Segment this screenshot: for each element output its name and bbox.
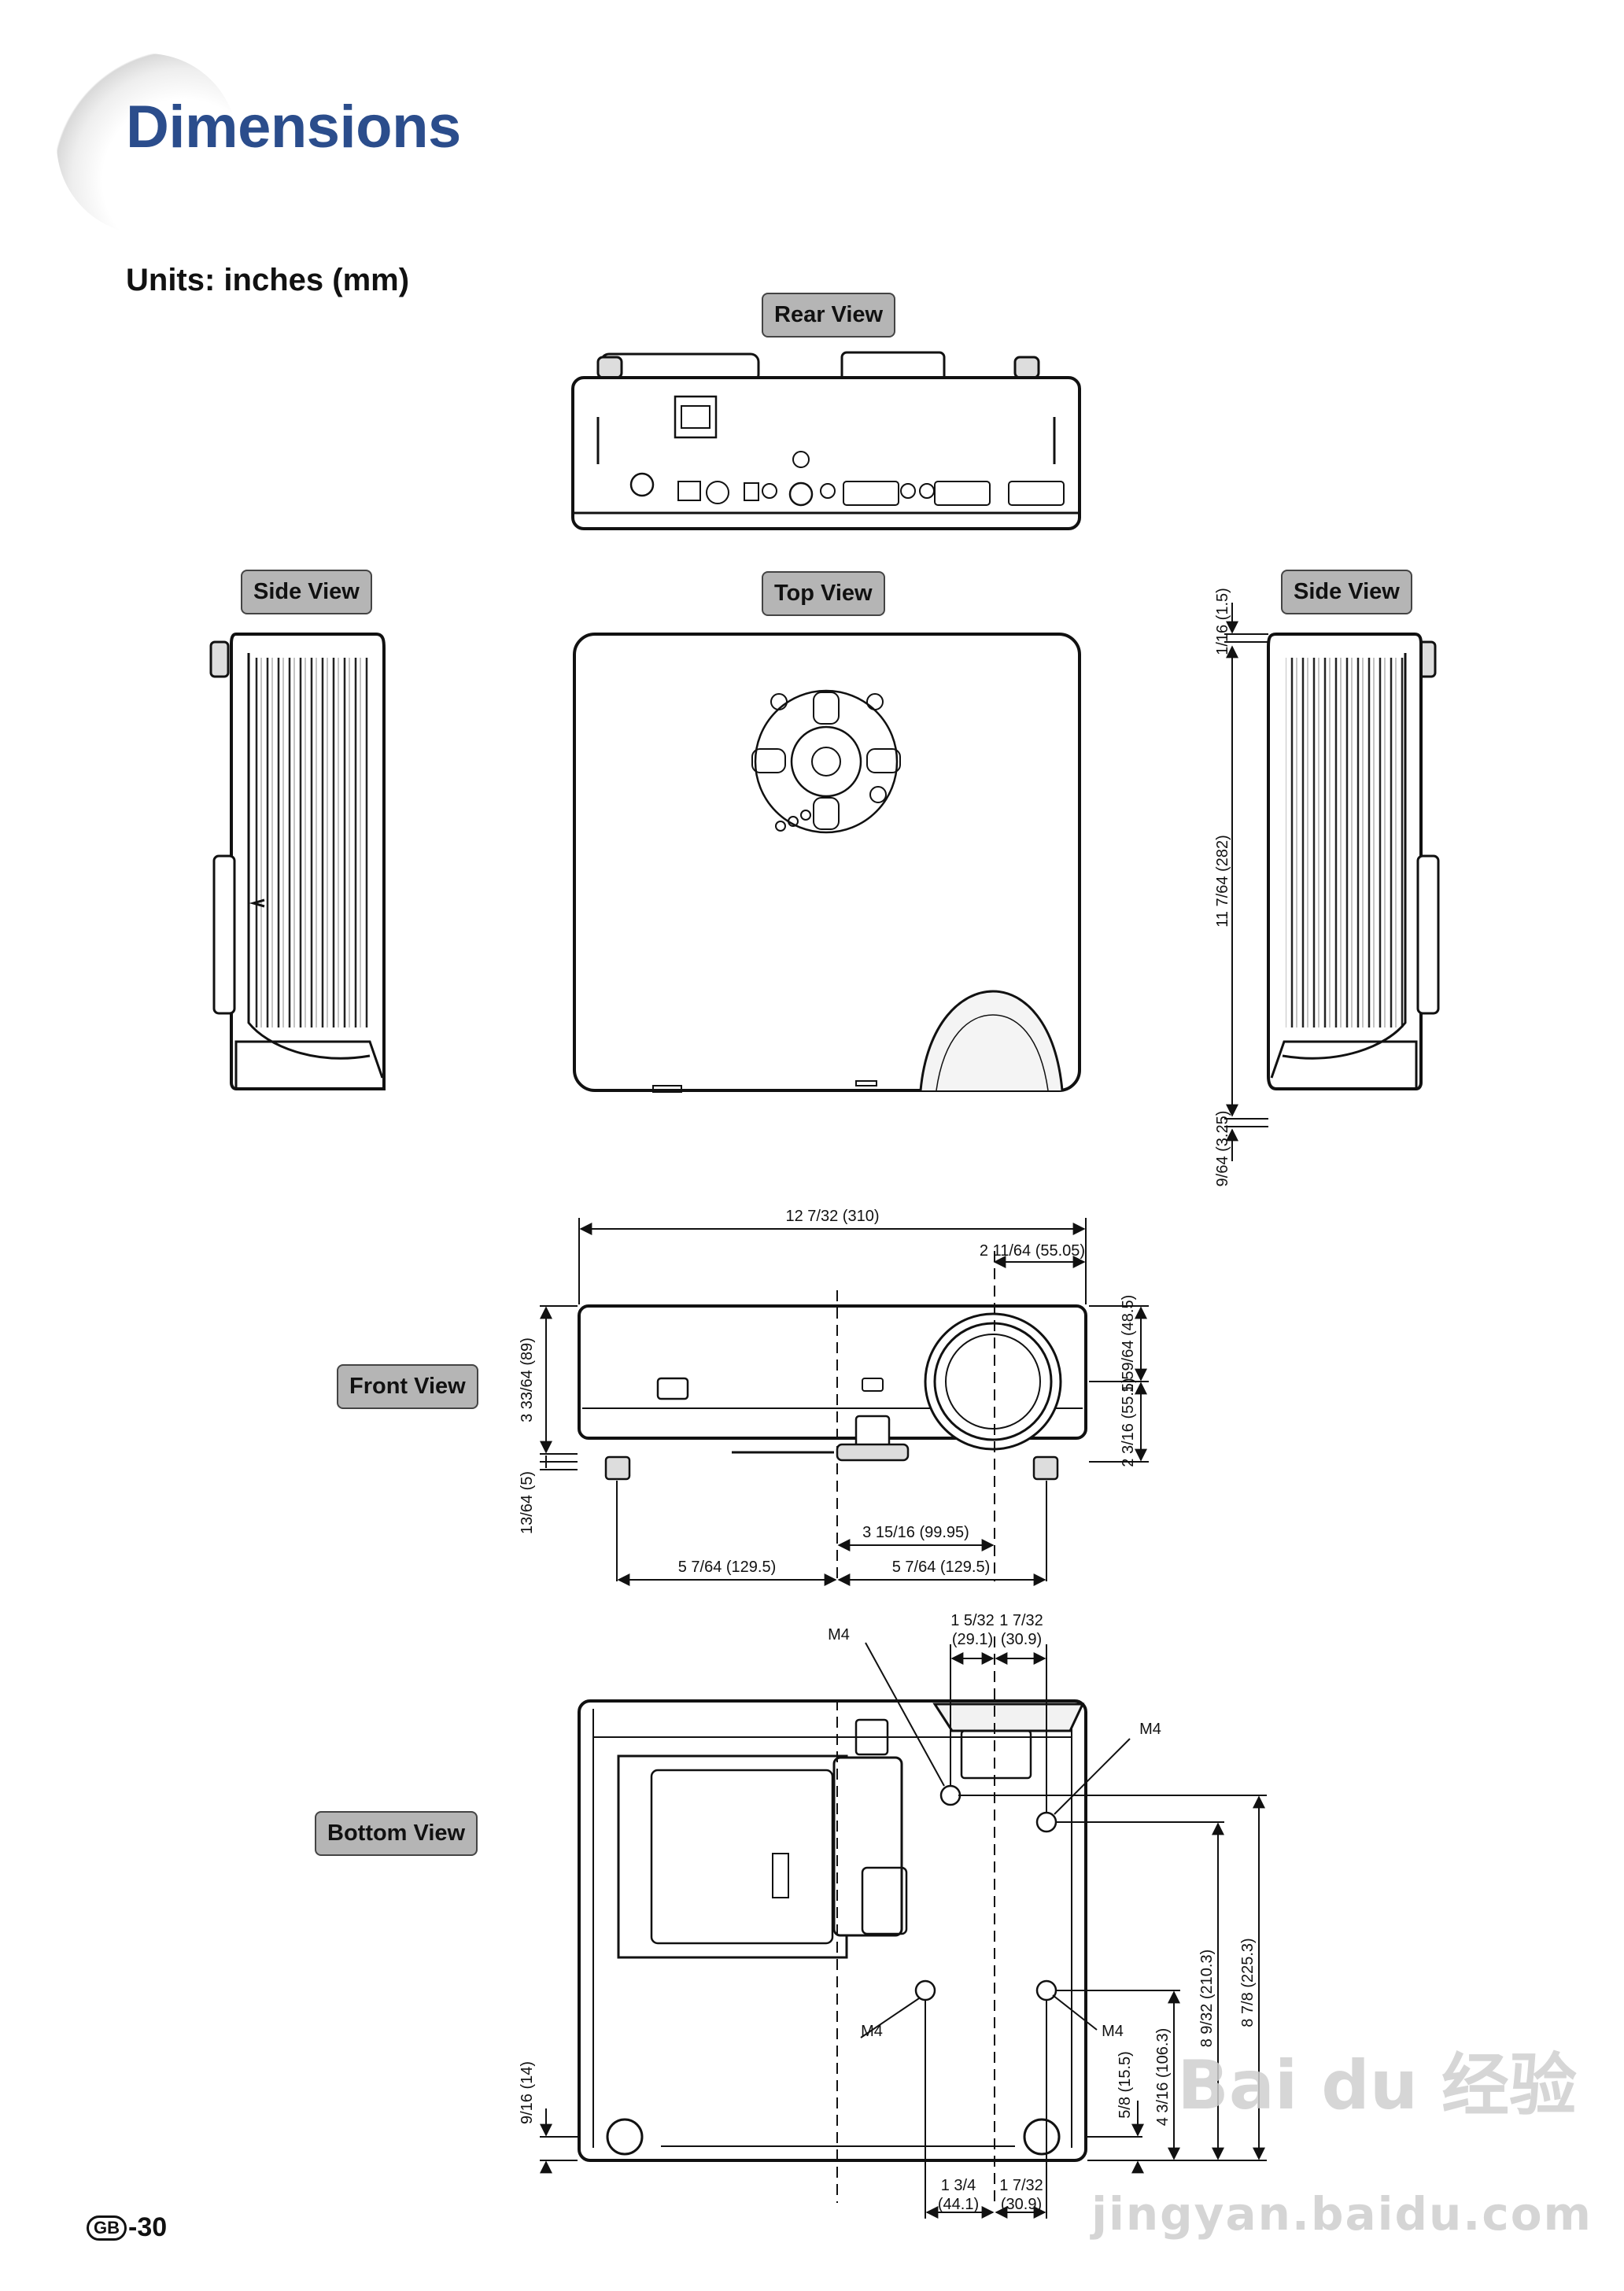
m4-label-3: M4	[861, 2023, 883, 2040]
m4-label-4: M4	[1102, 2023, 1124, 2040]
dim-depth-d: 5/8 (15.5)	[1116, 2051, 1134, 2119]
units-note: Units: inches (mm)	[126, 263, 410, 297]
front-view-drawing	[578, 1304, 1087, 1481]
dim-depth-a: 8 9/32 (210.3)	[1198, 1950, 1216, 2048]
side-view-left-drawing	[209, 633, 386, 1090]
page-number: GB -30	[87, 2212, 167, 2243]
top-view-drawing	[573, 633, 1081, 1093]
side-dimension-lines	[1224, 603, 1268, 1161]
dim-m4-bottom-a-mm: (44.1)	[938, 2196, 979, 2213]
dim-m4-top-a: 1 5/32	[950, 1612, 995, 1629]
dim-side-depth: 11 7/64 (282)	[1214, 835, 1231, 928]
dim-lens-center: 3 15/16 (99.95)	[862, 1524, 969, 1541]
bottom-dimension-lines	[540, 1636, 1267, 2219]
front-view-label: Front View	[337, 1364, 478, 1409]
dim-front-height: 3 33/64 (89)	[519, 1337, 536, 1422]
dim-side-bottom: 9/64 (3.25)	[1214, 1111, 1231, 1187]
dim-foot-left: 5 7/64 (129.5)	[678, 1559, 777, 1576]
dim-side-top: 1/16 (1.5)	[1214, 588, 1231, 655]
dim-lens-upper: 1 59/64 (48.5)	[1120, 1295, 1137, 1393]
page-badge: GB	[87, 2215, 127, 2241]
watermark-brand: Bai du 经验	[1177, 2046, 1577, 2125]
page-number-value: -30	[128, 2212, 168, 2242]
side-view-right-label: Side View	[1281, 570, 1412, 614]
m4-label-2: M4	[1139, 1721, 1161, 1738]
rear-view-label: Rear View	[762, 293, 896, 338]
dim-bottom-edge: 9/16 (14)	[519, 2061, 536, 2124]
side-view-left-label: Side View	[241, 570, 372, 614]
watermark-url: jingyan.baidu.com	[1091, 2187, 1593, 2241]
dim-depth-c: 4 3/16 (106.3)	[1154, 2028, 1172, 2127]
dim-lens-lower: 2 3/16 (55.5)	[1120, 1378, 1137, 1466]
bottom-view-label: Bottom View	[315, 1811, 478, 1856]
rear-view-drawing	[571, 351, 1081, 530]
dim-width: 12 7/32 (310)	[786, 1208, 880, 1225]
dim-depth-b: 8 7/8 (225.3)	[1239, 1938, 1257, 2027]
dim-m4-bottom-a: 1 3/4	[941, 2177, 976, 2194]
side-view-right-drawing	[1267, 633, 1440, 1090]
dim-foot-height: 13/64 (5)	[519, 1471, 536, 1534]
m4-label-1: M4	[828, 1626, 850, 1644]
title-decoration	[57, 53, 238, 234]
page-title: Dimensions	[126, 94, 461, 160]
bottom-view-drawing	[578, 1699, 1087, 2162]
top-view-label: Top View	[762, 571, 885, 616]
dim-lens-offset: 2 11/64 (55.05)	[980, 1242, 1085, 1260]
dim-m4-bottom-b: 1 7/32	[999, 2177, 1043, 2194]
dim-foot-right: 5 7/64 (129.5)	[892, 1559, 991, 1576]
dim-m4-top-b-mm: (30.9)	[1001, 1631, 1042, 1648]
dim-m4-bottom-b-mm: (30.9)	[1001, 2196, 1042, 2213]
dim-m4-top-b: 1 7/32	[999, 1612, 1043, 1629]
dim-m4-top-a-mm: (29.1)	[952, 1631, 993, 1648]
front-dimension-lines	[540, 1218, 1149, 1586]
